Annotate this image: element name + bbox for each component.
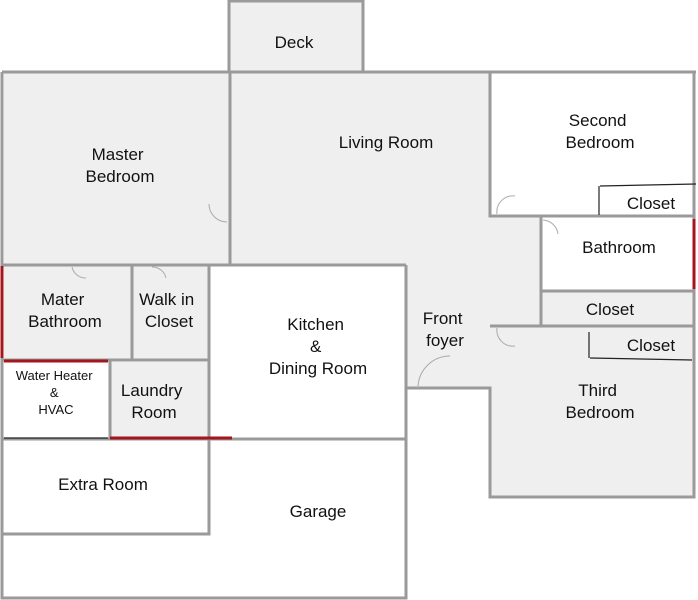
extra-room-walls bbox=[2, 437, 211, 536]
closet-middle-floor bbox=[542, 291, 693, 326]
walk-in-closet-label: Walk in Closet bbox=[139, 290, 199, 331]
door-swings bbox=[71, 195, 559, 389]
bath-closet-walls bbox=[490, 289, 694, 328]
walk-in-door-swing bbox=[151, 266, 167, 279]
third-bedroom-floor bbox=[490, 327, 693, 497]
mater-bathroom-floor bbox=[4, 266, 132, 360]
outer-wall bbox=[0, 70, 696, 600]
kitchen-label: Kitchen & Dining Room bbox=[269, 315, 367, 378]
floor-fills bbox=[4, 1, 693, 497]
living-room-label: Living Room bbox=[339, 133, 434, 152]
garage-label: Garage bbox=[290, 502, 347, 521]
labels: Deck Master Bedroom Living Room Second B… bbox=[16, 33, 676, 521]
deck-floor bbox=[229, 1, 363, 72]
second-bed-walls bbox=[488, 72, 694, 326]
deck-label: Deck bbox=[275, 33, 314, 52]
kitchen-wall bbox=[207, 265, 408, 441]
closet-middle-label: Closet bbox=[586, 300, 634, 319]
master-bedroom-floor bbox=[4, 73, 230, 265]
extra-room-label: Extra Room bbox=[58, 475, 148, 494]
water-heater-label: Water Heater & HVAC bbox=[16, 368, 96, 417]
mater-bathroom-label: Mater Bathroom bbox=[28, 290, 102, 331]
mater-bath-door-swing bbox=[71, 266, 87, 279]
thin-lines bbox=[4, 183, 697, 439]
master-bedroom-label: Master Bedroom bbox=[86, 145, 155, 186]
second-bedroom-label: Second Bedroom bbox=[566, 111, 635, 152]
closet-third-bottom bbox=[589, 357, 693, 361]
closet-third-label: Closet bbox=[627, 336, 675, 355]
foyer-door-swing bbox=[417, 355, 451, 389]
closet-second-label: Closet bbox=[627, 194, 675, 213]
laundry-label: Laundry Room bbox=[121, 381, 187, 422]
front-foyer-label: Front foyer bbox=[423, 309, 467, 350]
bathroom-label: Bathroom bbox=[582, 238, 656, 257]
laundry-floor bbox=[110, 362, 209, 439]
living-room-floor bbox=[230, 73, 541, 388]
accent-walls bbox=[0, 219, 696, 440]
third-bedroom-label: Third Bedroom bbox=[566, 381, 635, 422]
third-bed-door-swing bbox=[496, 327, 516, 347]
bathroom-door-swing bbox=[542, 219, 559, 235]
master-door-swing bbox=[208, 203, 228, 223]
walk-in-closet-floor bbox=[133, 266, 209, 360]
closet-second-top bbox=[599, 183, 697, 187]
second-bed-door-swing bbox=[496, 195, 516, 215]
